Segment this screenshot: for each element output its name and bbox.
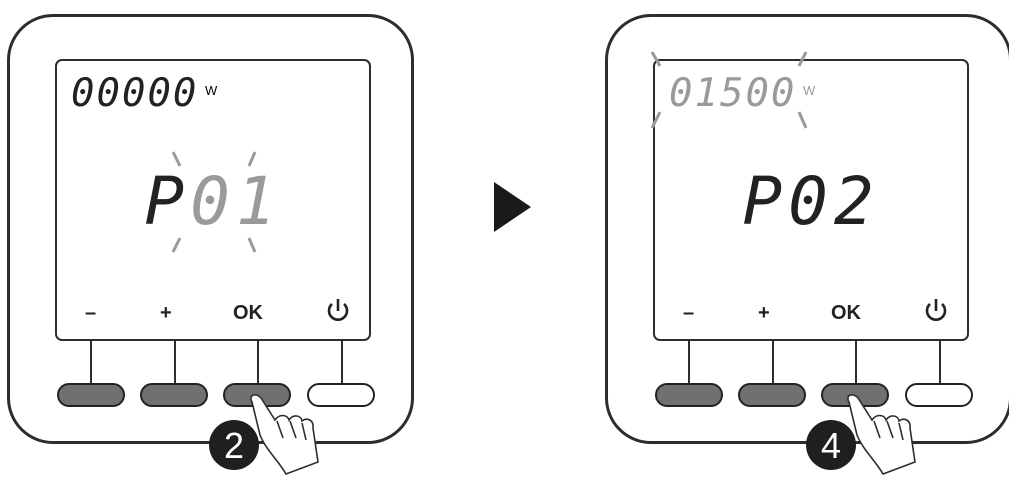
step-number-badge: 4 [806,420,856,470]
step-number-badge: 2 [209,420,259,470]
hand-pointer-icon [848,395,915,474]
hand-pointer-icon [251,395,318,474]
next-arrow-icon [494,182,531,232]
blink-marks-power [652,52,806,128]
blink-marks-program [173,152,255,252]
